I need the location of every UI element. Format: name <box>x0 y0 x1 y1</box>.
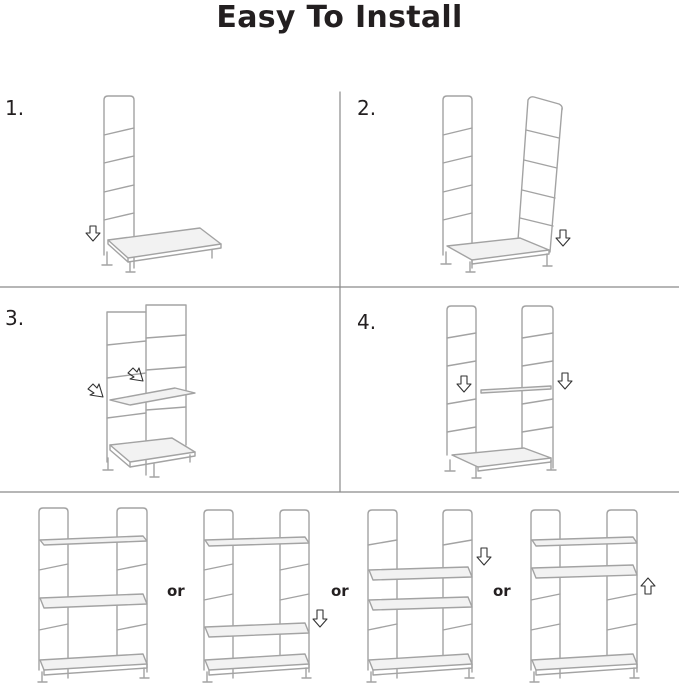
or-separator-3: or <box>493 582 511 600</box>
page-title: Easy To Install <box>216 0 463 35</box>
arrow-up-icon <box>640 577 656 595</box>
arrow-down-icon <box>85 225 101 242</box>
arrow-down-icon <box>312 609 328 628</box>
arrow-diagonal-icon <box>87 383 104 398</box>
option-c-illustration <box>366 509 492 683</box>
step-1-illustration <box>85 95 222 273</box>
or-separator-1: or <box>167 582 185 600</box>
step-3-label: 3. <box>5 306 25 330</box>
option-a-illustration <box>37 507 150 683</box>
arrow-down-icon <box>555 229 571 247</box>
step-1-label: 1. <box>5 96 25 120</box>
arrow-down-icon <box>456 375 472 393</box>
step-2-illustration <box>440 95 571 273</box>
step-4-label: 4. <box>357 310 377 334</box>
arrow-diagonal-icon <box>127 367 144 382</box>
arrow-down-icon <box>557 372 573 390</box>
step-2-label: 2. <box>357 96 377 120</box>
arrow-down-icon <box>476 547 492 566</box>
or-separator-2: or <box>331 582 349 600</box>
step-3-illustration <box>87 304 196 478</box>
grid-dividers <box>0 91 679 493</box>
step-4-illustration <box>444 305 573 479</box>
option-b-illustration <box>202 509 328 683</box>
option-d-illustration <box>529 509 656 683</box>
